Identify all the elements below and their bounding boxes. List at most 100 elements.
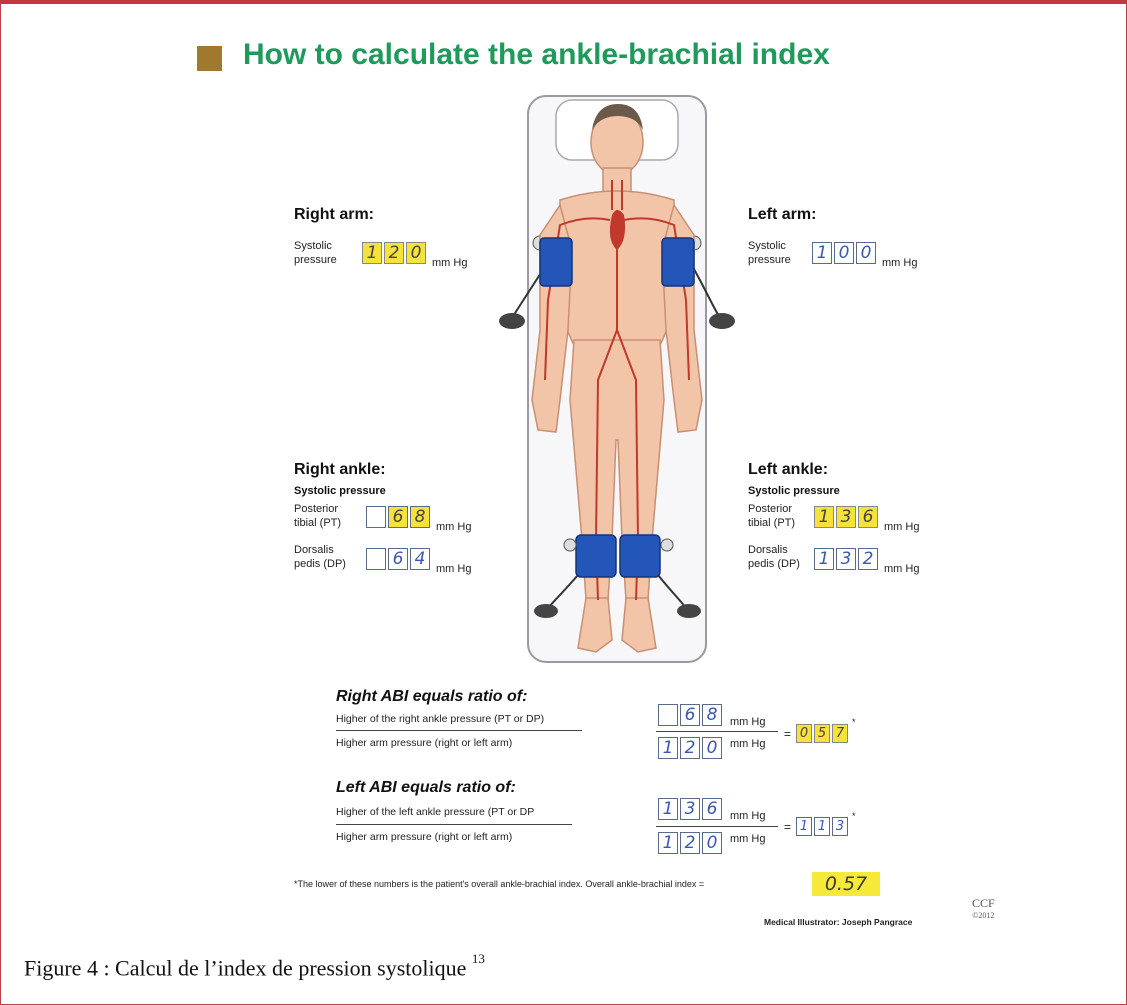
figure-caption-text: Figure 4 : Calcul de l’index de pression… bbox=[24, 955, 466, 980]
digit-box: 0 bbox=[702, 832, 722, 854]
right-ankle-bulb bbox=[534, 604, 558, 618]
digit-box: 1 bbox=[658, 737, 678, 759]
digit-box bbox=[366, 506, 386, 528]
right-abi-denominator-label: Higher arm pressure (right or left arm) bbox=[336, 737, 512, 750]
left-ankle-pt-label-1: Posterior bbox=[748, 503, 792, 516]
left-abi-den-unit: mm Hg bbox=[730, 833, 765, 846]
left-abi-asterisk: * bbox=[852, 810, 856, 823]
right-abi-fraction-line bbox=[336, 730, 582, 731]
right-arm-heading: Right arm: bbox=[294, 206, 374, 224]
left-ankle-subheading: Systolic pressure bbox=[748, 485, 840, 497]
left-abi-heading: Left ABI equals ratio of: bbox=[336, 779, 516, 797]
right-abi-asterisk: * bbox=[852, 716, 856, 729]
left-abi-numerator-label: Higher of the left ankle pressure (PT or… bbox=[336, 806, 534, 819]
digit-box: 6 bbox=[702, 798, 722, 820]
left-abi-equals: = bbox=[784, 820, 791, 834]
digit-box: 1 bbox=[658, 832, 678, 854]
figure-caption-reference: 13 bbox=[472, 951, 485, 966]
right-arm-bulb bbox=[499, 313, 525, 329]
right-abi-den-unit: mm Hg bbox=[730, 738, 765, 751]
digit-box: 8 bbox=[702, 704, 722, 726]
digit-box: 3 bbox=[680, 798, 700, 820]
digit-box: 1 bbox=[814, 817, 830, 836]
right-arm-cuff bbox=[540, 238, 572, 286]
right-ankle-pt-label-2: tibial (PT) bbox=[294, 517, 341, 530]
digit-box: 8 bbox=[410, 506, 430, 528]
right-abi-result-boxes: 0 5 7 bbox=[796, 724, 848, 743]
digit-box: 1 bbox=[812, 242, 832, 264]
left-ankle-dp-label-1: Dorsalis bbox=[748, 544, 788, 557]
right-arm-unit: mm Hg bbox=[432, 257, 467, 270]
right-ankle-dp-boxes: 6 4 bbox=[366, 548, 430, 570]
left-ankle-cuff bbox=[620, 535, 660, 577]
digit-box: 0 bbox=[702, 737, 722, 759]
right-abi-numerator-boxes: 6 8 bbox=[658, 704, 722, 726]
digit-box: 3 bbox=[836, 548, 856, 570]
digit-box: 3 bbox=[836, 506, 856, 528]
digit-box: 2 bbox=[384, 242, 404, 264]
left-ankle-bulb bbox=[677, 604, 701, 618]
right-arm-label-1: Systolic bbox=[294, 240, 332, 253]
digit-box bbox=[658, 704, 678, 726]
left-abi-num-unit: mm Hg bbox=[730, 810, 765, 823]
left-ankle-pt-boxes: 1 3 6 bbox=[814, 506, 878, 528]
digit-box bbox=[366, 548, 386, 570]
digit-box: 6 bbox=[388, 506, 408, 528]
left-ankle-dp-boxes: 1 3 2 bbox=[814, 548, 878, 570]
ccf-year: ©2012 bbox=[972, 911, 994, 920]
right-ankle-dp-label-1: Dorsalis bbox=[294, 544, 334, 557]
right-ankle-pt-boxes: 6 8 bbox=[366, 506, 430, 528]
right-ankle-pt-unit: mm Hg bbox=[436, 521, 471, 534]
left-ankle-pt-label-2: tibial (PT) bbox=[748, 517, 795, 530]
left-abi-result-boxes: 1 1 3 bbox=[796, 817, 848, 836]
left-ankle-dp-unit: mm Hg bbox=[884, 563, 919, 576]
digit-box: 6 bbox=[388, 548, 408, 570]
digit-box: 6 bbox=[680, 704, 700, 726]
digit-box: 1 bbox=[796, 817, 812, 836]
left-ankle-heading: Left ankle: bbox=[748, 461, 828, 479]
right-abi-numerator-label: Higher of the right ankle pressure (PT o… bbox=[336, 713, 544, 726]
digit-box: 0 bbox=[406, 242, 426, 264]
left-arm-heading: Left arm: bbox=[748, 206, 816, 224]
right-abi-equals: = bbox=[784, 727, 791, 741]
left-ankle-dp-label-2: pedis (DP) bbox=[748, 558, 800, 571]
left-abi-numerator-boxes: 1 3 6 bbox=[658, 798, 722, 820]
left-arm-label-1: Systolic bbox=[748, 240, 786, 253]
right-arm-pressure-boxes: 1 2 0 bbox=[362, 242, 426, 264]
right-abi-heading: Right ABI equals ratio of: bbox=[336, 688, 527, 706]
left-arm-bulb bbox=[709, 313, 735, 329]
illustrator-credit: Medical Illustrator: Joseph Pangrace bbox=[764, 917, 912, 927]
left-abi-ratio-line bbox=[656, 826, 778, 827]
digit-box: 2 bbox=[858, 548, 878, 570]
left-abi-denominator-boxes: 1 2 0 bbox=[658, 832, 722, 854]
digit-box: 5 bbox=[814, 724, 830, 743]
digit-box: 1 bbox=[658, 798, 678, 820]
left-arm-label-2: pressure bbox=[748, 254, 791, 267]
ccf-label: CCF bbox=[972, 898, 995, 909]
left-arm-pressure-boxes: 1 0 0 bbox=[812, 242, 876, 264]
digit-box: 1 bbox=[814, 506, 834, 528]
digit-box: 0 bbox=[856, 242, 876, 264]
digit-box: 1 bbox=[814, 548, 834, 570]
left-abi-fraction-line bbox=[336, 824, 572, 825]
digit-box: 3 bbox=[832, 817, 848, 836]
right-ankle-dp-label-2: pedis (DP) bbox=[294, 558, 346, 571]
right-ankle-pt-label-1: Posterior bbox=[294, 503, 338, 516]
digit-box: 7 bbox=[832, 724, 848, 743]
footnote: *The lower of these numbers is the patie… bbox=[294, 879, 704, 889]
right-abi-num-unit: mm Hg bbox=[730, 716, 765, 729]
left-ankle-pt-unit: mm Hg bbox=[884, 521, 919, 534]
left-arm-unit: mm Hg bbox=[882, 257, 917, 270]
right-arm-label-2: pressure bbox=[294, 254, 337, 267]
right-ankle-heading: Right ankle: bbox=[294, 461, 386, 479]
figure-caption: Figure 4 : Calcul de l’index de pression… bbox=[24, 955, 485, 981]
digit-box: 4 bbox=[410, 548, 430, 570]
right-ankle-subheading: Systolic pressure bbox=[294, 485, 386, 497]
left-abi-denominator-label: Higher arm pressure (right or left arm) bbox=[336, 831, 512, 844]
digit-box: 6 bbox=[858, 506, 878, 528]
right-abi-denominator-boxes: 1 2 0 bbox=[658, 737, 722, 759]
digit-box: 2 bbox=[680, 737, 700, 759]
overall-abi-value: 0.57 bbox=[812, 872, 880, 896]
digit-box: 0 bbox=[796, 724, 812, 743]
